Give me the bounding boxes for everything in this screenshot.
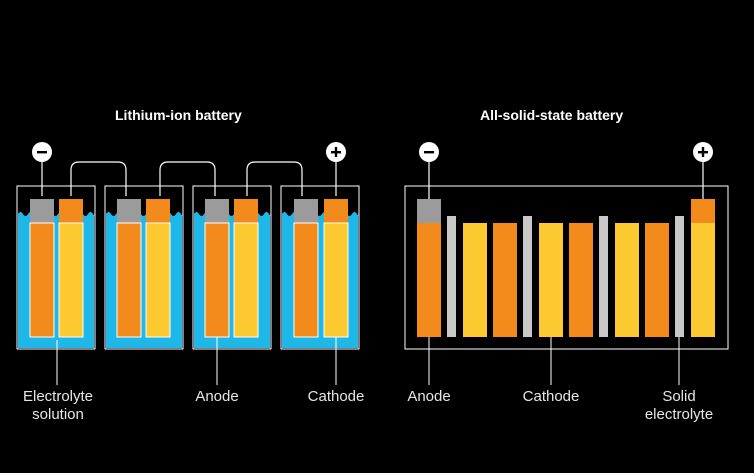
label-line: electrolyte bbox=[644, 406, 714, 423]
cathode bbox=[145, 222, 171, 338]
label-line: Solid bbox=[662, 388, 696, 405]
solid-electrolyte bbox=[523, 216, 532, 337]
solid-electrolyte bbox=[675, 216, 684, 337]
solid-state-title: All-solid-state battery bbox=[480, 107, 624, 123]
anode-cap bbox=[117, 199, 141, 223]
label-line: solution bbox=[32, 406, 84, 423]
anode-cap bbox=[30, 199, 54, 223]
cathode bbox=[691, 223, 715, 337]
anode bbox=[645, 223, 669, 337]
solid-electrolyte-label: Solid electrolyte bbox=[634, 388, 724, 424]
cathode bbox=[463, 223, 487, 337]
anode-cap bbox=[294, 199, 318, 223]
anode-label: Anode bbox=[407, 388, 451, 405]
cathode bbox=[615, 223, 639, 337]
minus-icon bbox=[419, 142, 439, 162]
cell-casing bbox=[280, 185, 360, 350]
cathode bbox=[539, 223, 563, 337]
anode bbox=[293, 222, 319, 338]
solid-electrolyte bbox=[599, 216, 608, 337]
label-line: Electrolyte bbox=[22, 388, 94, 405]
anode-cap bbox=[417, 199, 441, 223]
cell-connector bbox=[70, 161, 127, 196]
solid-electrolyte bbox=[447, 216, 456, 337]
cell-casing bbox=[16, 185, 96, 350]
anode-cap bbox=[205, 199, 229, 223]
cathode-cap bbox=[324, 199, 348, 223]
anode bbox=[493, 223, 517, 337]
cathode bbox=[233, 222, 259, 338]
minus-icon bbox=[32, 142, 52, 162]
anode bbox=[29, 222, 55, 338]
li-ion-cell bbox=[280, 185, 360, 350]
cell-casing bbox=[104, 185, 184, 350]
li-ion-cell bbox=[16, 185, 96, 350]
cathode-cap bbox=[59, 199, 83, 223]
cathode-cap bbox=[146, 199, 170, 223]
li-ion-cell bbox=[104, 185, 184, 350]
cathode bbox=[58, 222, 84, 338]
solid-state-battery bbox=[404, 142, 729, 385]
cell-casing bbox=[192, 185, 272, 350]
lithium-ion-title: Lithium-ion battery bbox=[115, 107, 242, 123]
plus-icon bbox=[326, 142, 346, 162]
cathode-cap bbox=[691, 199, 715, 223]
anode bbox=[204, 222, 230, 338]
electrolyte-solution-label: Electrolyte solution bbox=[10, 388, 106, 424]
cell-connector bbox=[246, 161, 303, 196]
cathode-label: Cathode bbox=[307, 388, 365, 405]
cathode-cap bbox=[234, 199, 258, 223]
anode bbox=[116, 222, 142, 338]
cell-connector bbox=[159, 161, 216, 196]
cell-casing bbox=[404, 185, 729, 350]
lithium-ion-battery bbox=[16, 142, 360, 385]
anode bbox=[569, 223, 593, 337]
anode-label: Anode bbox=[195, 388, 239, 405]
anode bbox=[417, 223, 441, 337]
cathode bbox=[323, 222, 349, 338]
cathode-label: Cathode bbox=[522, 388, 580, 405]
plus-icon bbox=[693, 142, 713, 162]
li-ion-cell bbox=[192, 185, 272, 350]
